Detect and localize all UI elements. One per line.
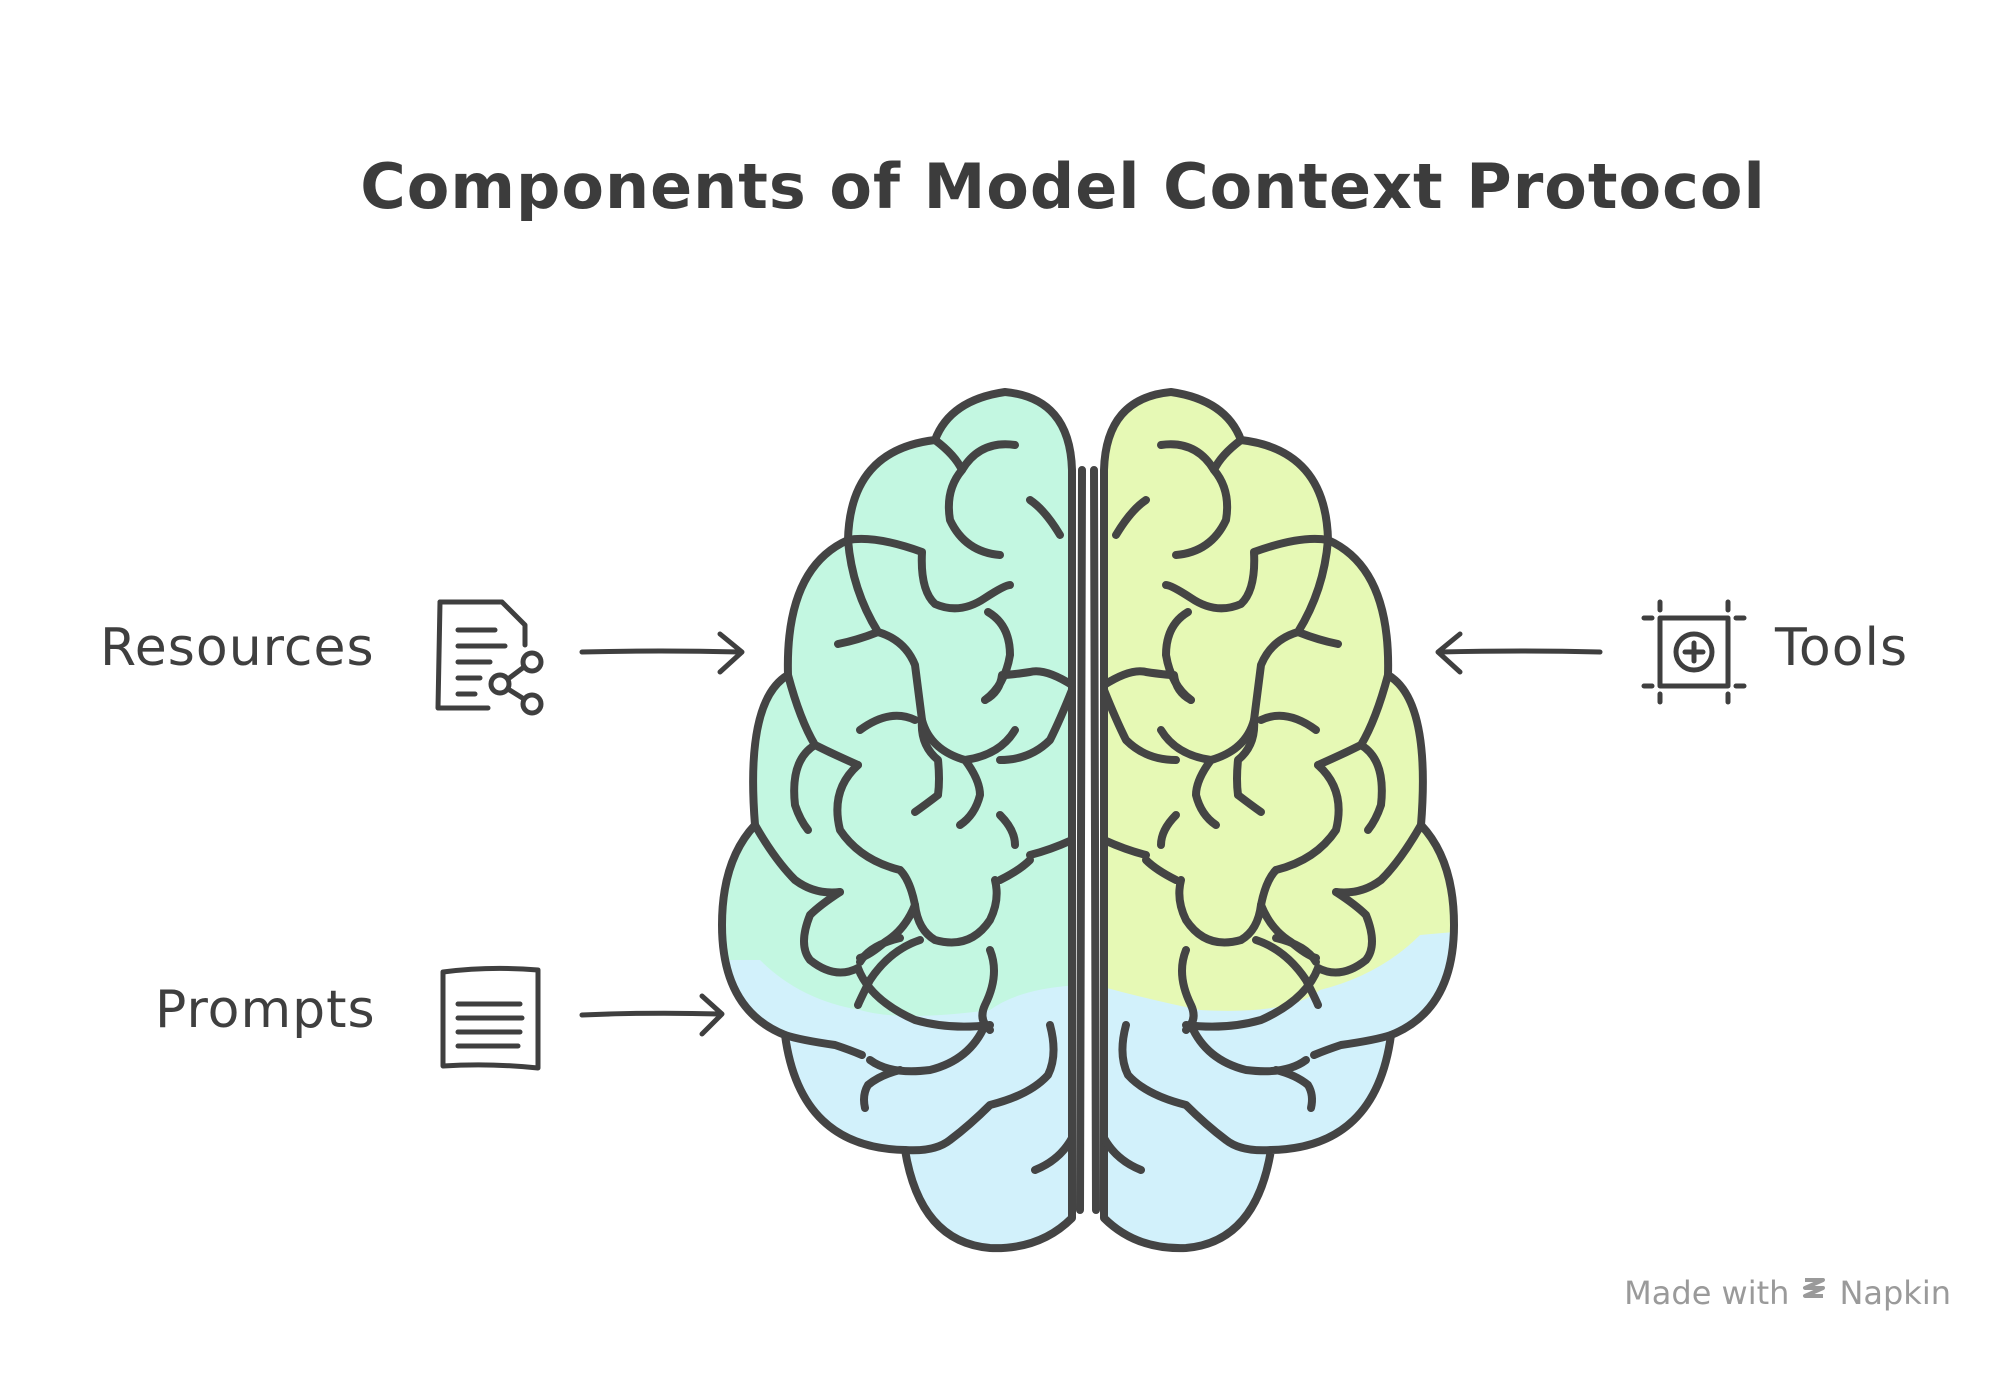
made-with-napkin-footer[interactable]: Made with Napkin [1624, 1274, 1951, 1312]
text-document-icon [440, 965, 541, 1071]
prompts-label: Prompts [155, 980, 376, 1040]
diagram-title: Components of Model Context Protocol [360, 150, 1766, 223]
add-tool-frame-icon [1641, 599, 1747, 705]
brain-illustration [718, 388, 1458, 1253]
footer-brand: Napkin [1839, 1274, 1951, 1312]
napkin-logo-icon [1799, 1274, 1829, 1312]
prompts-arrow [579, 993, 725, 1037]
tools-label: Tools [1775, 618, 1909, 678]
footer-prefix: Made with [1624, 1274, 1790, 1312]
resources-label: Resources [100, 618, 375, 678]
tools-arrow [1435, 631, 1603, 675]
resources-arrow [579, 631, 745, 675]
document-share-icon [435, 599, 544, 716]
